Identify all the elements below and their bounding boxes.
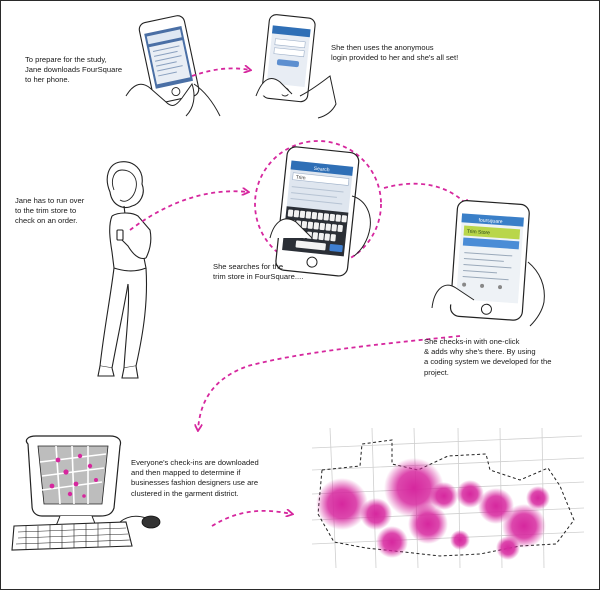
caption-mapped: Everyone's check-ins are downloaded and …	[131, 458, 259, 498]
phone-checkin-icon: foursquare Trim Store	[431, 200, 545, 327]
caption-login: She then uses the anonymous login provid…	[331, 43, 459, 63]
phone-login-icon	[255, 14, 337, 119]
arrow-4-icon	[198, 335, 461, 430]
heatmap-icon	[311, 427, 585, 569]
arrow-1-icon	[191, 68, 250, 77]
checkin-screen-header: foursquare	[478, 217, 502, 225]
caption-checkin: She checks-in with one-click & adds why …	[424, 337, 552, 377]
checkin-screen-venue: Trim Store	[467, 229, 491, 237]
caption-search: She searches for the trim store in FourS…	[213, 262, 304, 282]
search-screen-query: Trim	[295, 174, 305, 181]
computer-icon	[11, 435, 147, 551]
caption-trim-store: Jane has to run over to the trim store t…	[15, 196, 85, 226]
arrow-3-icon	[129, 191, 248, 231]
arrow-2-icon	[383, 182, 468, 206]
caption-download: To prepare for the study, Jane downloads…	[25, 55, 123, 85]
mouse-icon	[141, 515, 161, 529]
arrow-5-icon	[211, 511, 292, 527]
woman-figure-icon	[97, 161, 152, 379]
phone-download-icon	[125, 15, 221, 117]
search-screen-header: Search	[313, 166, 330, 174]
phone-search-icon: Search Trim	[269, 146, 371, 277]
